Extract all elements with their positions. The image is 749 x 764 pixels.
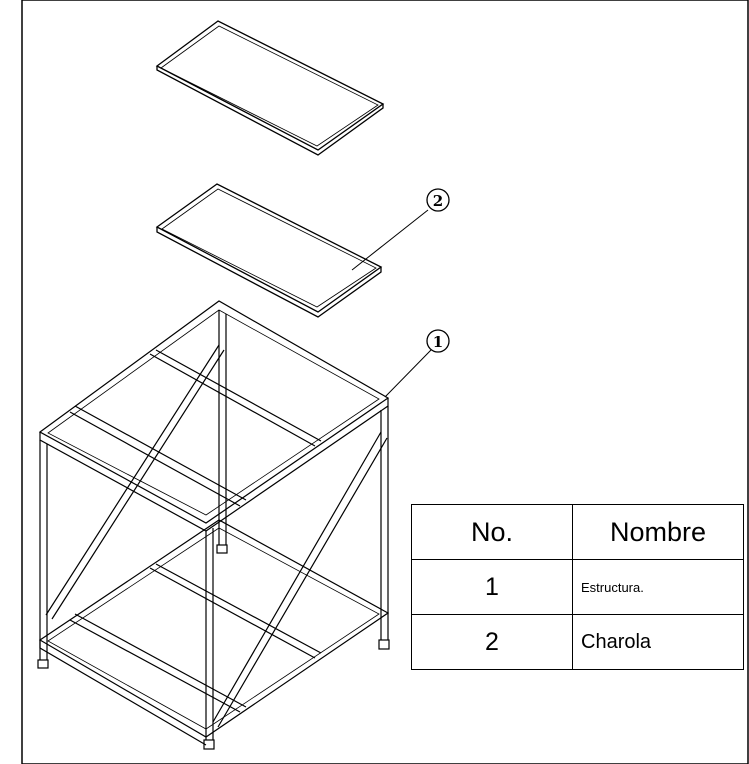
balloon-number-1: 1	[433, 333, 443, 351]
header-no: No.	[411, 504, 573, 560]
leader-line-2	[351, 209, 429, 271]
row-1-no: 1	[411, 559, 573, 615]
table-header-row: No. Nombre	[411, 504, 744, 560]
tray-panel	[155, 183, 383, 318]
balloon-1: 1	[384, 329, 450, 398]
leader-line-1	[384, 349, 432, 398]
structure-frame	[37, 300, 390, 750]
balloon-2: 2	[351, 188, 450, 271]
bill-of-materials-table: No. Nombre 1 Estructura. 2 Charola	[411, 504, 744, 670]
balloon-circle-1	[426, 329, 450, 353]
balloon-number-2: 2	[433, 192, 443, 210]
cover-panel	[155, 20, 385, 156]
drawing-border	[21, 0, 749, 764]
balloon-circle-2	[426, 188, 450, 212]
row-2-name: Charola	[572, 614, 744, 670]
header-name: Nombre	[572, 504, 744, 560]
table-row: 2 Charola	[411, 614, 744, 670]
row-2-no: 2	[411, 614, 573, 670]
table-row: 1 Estructura.	[411, 559, 744, 615]
row-1-name: Estructura.	[572, 559, 744, 615]
